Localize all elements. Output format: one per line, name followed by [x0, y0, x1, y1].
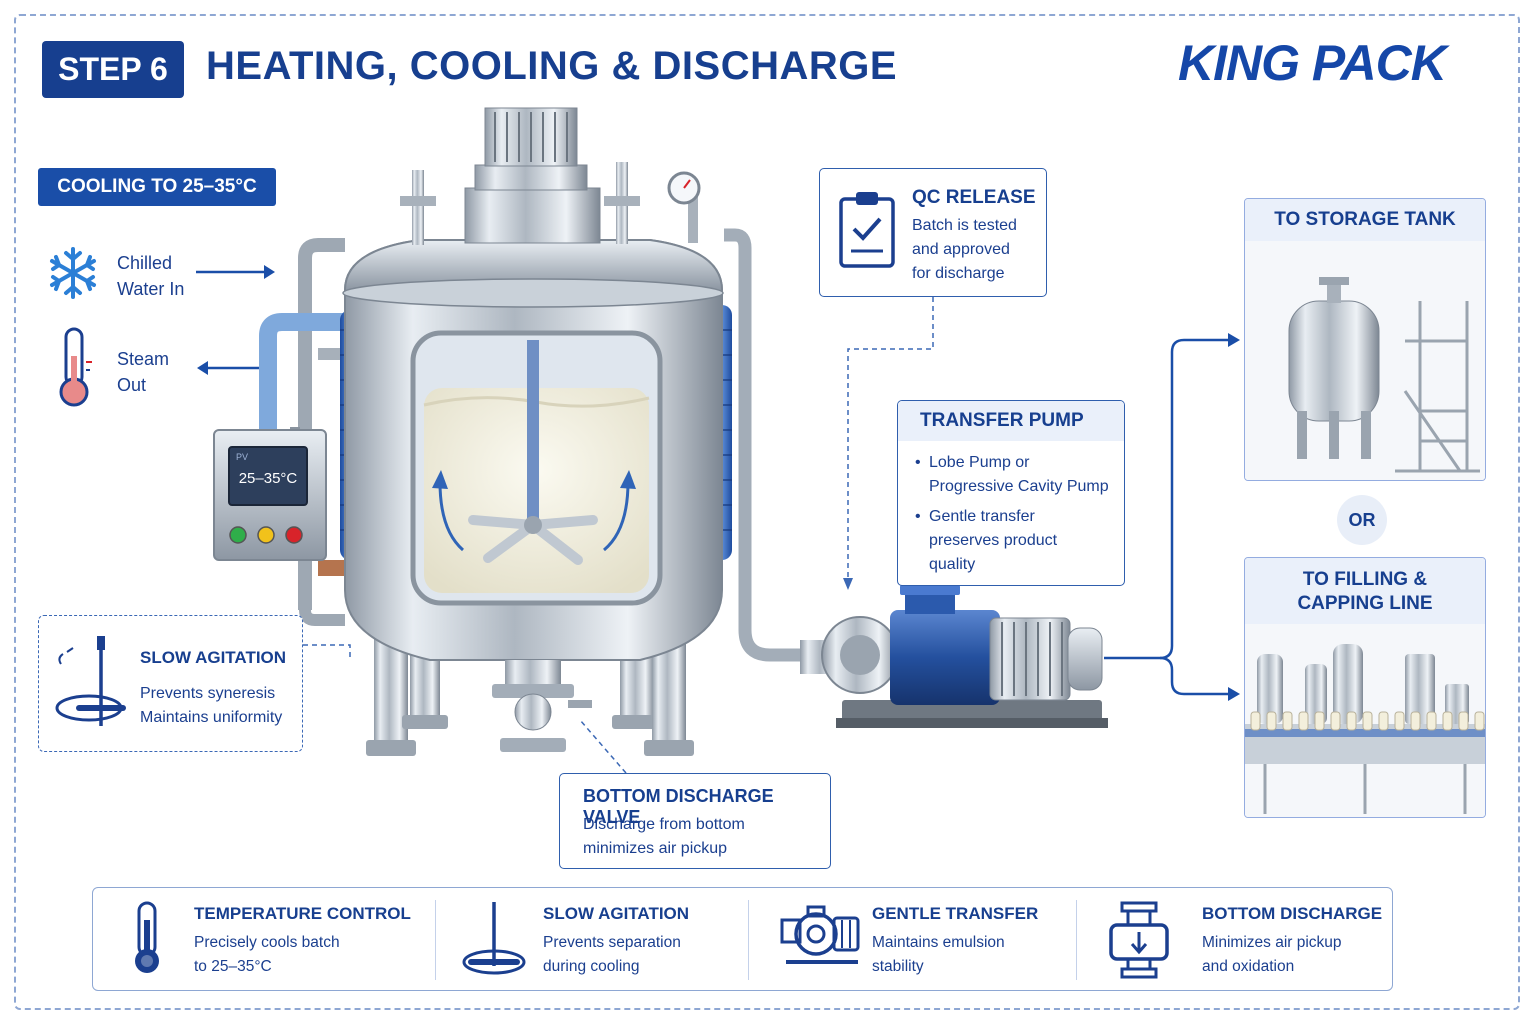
snowflake-icon	[50, 247, 96, 299]
agitator-icon	[462, 902, 526, 975]
bottom-discharge-title: BOTTOM DISCHARGE VALVE	[583, 786, 774, 827]
storage-tank-box: TO STORAGE TANK	[1244, 198, 1486, 481]
feature-agitation-title: SLOW AGITATION	[543, 904, 690, 923]
cooling-badge: COOLING TO 25–35°C	[38, 168, 276, 206]
filling-line-box: TO FILLING &CAPPING LINE	[1244, 557, 1486, 818]
step-badge: STEP 6	[42, 41, 184, 98]
feature-bar: TEMPERATURE CONTROL Precisely cools batc…	[92, 887, 1393, 991]
panel-display: 25–35°C	[238, 470, 298, 487]
thermometer-hot-icon	[59, 327, 92, 407]
feature-transfer-title: GENTLE TRANSFER	[872, 904, 1039, 923]
brand-logo: KING PACK	[1178, 35, 1447, 91]
panel-display-sub: PV	[236, 452, 249, 462]
thermometer-icon	[135, 901, 159, 973]
storage-tank-title: TO STORAGE TANK	[1245, 199, 1485, 241]
transfer-pump-header: TRANSFER PUMP	[898, 401, 1124, 441]
clipboard-check-icon	[839, 192, 895, 268]
filling-line-illustration	[1245, 624, 1485, 817]
dashed-frame	[14, 14, 1520, 1010]
agitator-icon	[55, 636, 126, 726]
feature-divider	[748, 900, 749, 980]
arrow-left-icon	[197, 361, 262, 375]
feature-temperature: TEMPERATURE CONTROL Precisely cools batc…	[93, 888, 435, 990]
bottom-discharge-card: BOTTOM DISCHARGE VALVE Discharge from bo…	[559, 773, 831, 869]
or-badge: OR	[1337, 495, 1387, 545]
arrow-right-icon	[196, 265, 275, 279]
feature-divider	[1076, 900, 1077, 980]
qc-release-title: QC RELEASE	[912, 187, 1036, 208]
page-title: HEATING, COOLING & DISCHARGE	[206, 44, 898, 88]
valve-icon	[1109, 901, 1169, 979]
feature-divider	[435, 900, 436, 980]
feature-discharge-title: BOTTOM DISCHARGE	[1202, 904, 1383, 923]
pump-icon	[780, 905, 860, 964]
filling-line-title: TO FILLING &CAPPING LINE	[1245, 558, 1485, 624]
storage-tank-illustration	[1245, 241, 1485, 480]
slow-agitation-title: SLOW AGITATION	[140, 648, 287, 667]
feature-temperature-title: TEMPERATURE CONTROL	[194, 904, 411, 923]
